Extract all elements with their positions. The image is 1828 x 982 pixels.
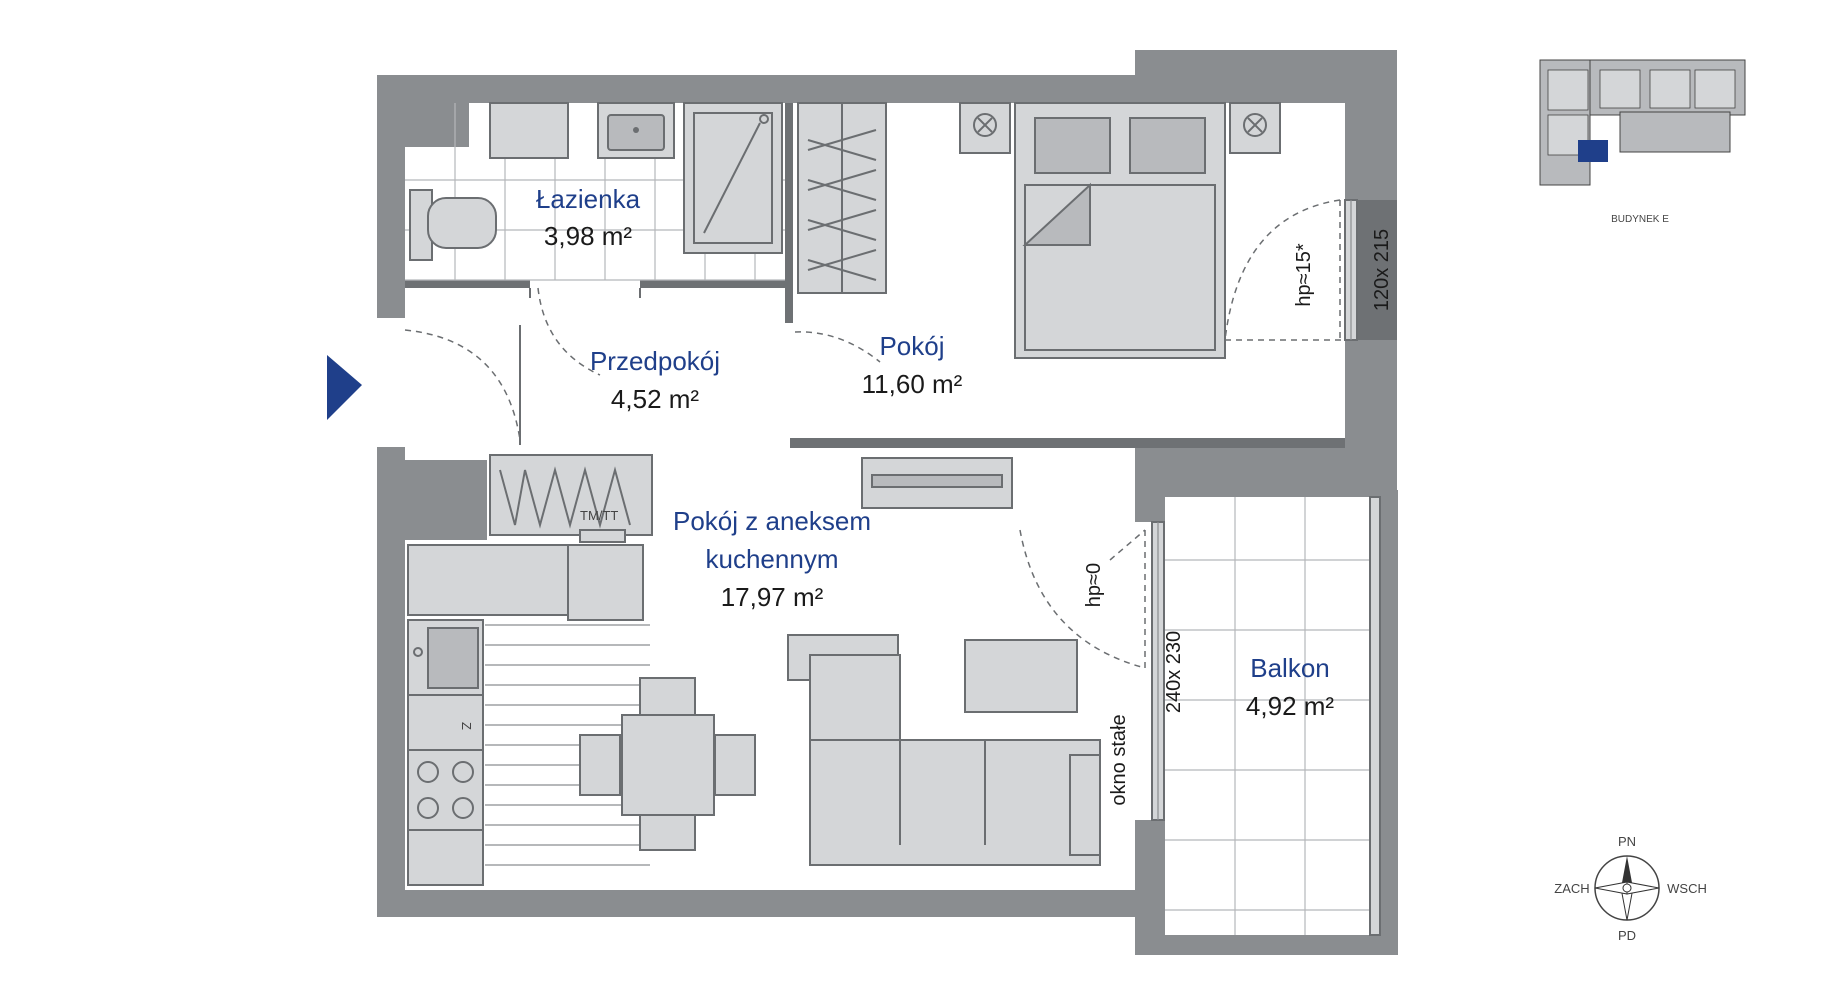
balcony — [1165, 496, 1381, 936]
dining-set — [579, 677, 756, 851]
coffee-table — [964, 639, 1078, 713]
cooktop — [407, 749, 484, 831]
fridge — [407, 694, 484, 751]
counter-left — [407, 544, 569, 616]
label-przedpokoj-area: 4,52 m² — [611, 384, 699, 414]
wall-bottom — [377, 890, 1147, 917]
tap-icon — [413, 647, 423, 657]
window-swing — [1224, 199, 1341, 341]
tm-tt-label: TM/TT — [580, 508, 618, 523]
shower-inner — [693, 112, 773, 244]
dimension-labels: 120x 215 hp≈15* 240x 230 hp≈0 okno stałe — [1083, 229, 1393, 806]
bedroom — [959, 102, 1358, 359]
compass-south: PD — [1618, 928, 1636, 943]
bathroom — [405, 102, 785, 376]
entrance-arrow-icon — [327, 355, 362, 420]
shower-diagonal — [703, 122, 761, 234]
pillow-left — [1034, 117, 1111, 174]
wardrobe-hangers — [807, 129, 877, 281]
label-pokoj-aneks-area: 17,97 m² — [721, 582, 824, 612]
key-plan-highlight — [1578, 140, 1608, 162]
partition-bath-bedroom — [785, 103, 793, 323]
bedroom-window-sill: hp≈15* — [1293, 243, 1315, 306]
balcony-railing — [1369, 496, 1381, 936]
room-labels: Łazienka 3,98 m² Przedpokój 4,52 m² Pokó… — [536, 184, 1334, 721]
partition-bath-left — [405, 280, 530, 288]
nightstand-right — [1229, 102, 1281, 154]
bathroom-door-swing — [537, 287, 601, 376]
sofa-main — [809, 739, 1101, 866]
balcony-door-sill: hp≈0 — [1083, 563, 1105, 607]
toilet-bowl — [427, 197, 497, 249]
compass-east: WSCH — [1667, 881, 1707, 896]
bedroom-door-swing — [794, 331, 881, 363]
wall-balcony-top — [1135, 447, 1397, 497]
balcony-door-swing — [1019, 529, 1146, 669]
washing-machine — [489, 102, 569, 159]
pillow-right — [1129, 117, 1206, 174]
label-lazienka-name: Łazienka — [536, 184, 641, 214]
dining-table — [621, 714, 715, 816]
sofa-arm — [1069, 754, 1101, 856]
chair-left — [579, 734, 621, 796]
label-balkon-area: 4,92 m² — [1246, 691, 1334, 721]
cabinet-handle — [579, 529, 626, 543]
duvet — [1024, 184, 1216, 351]
counter-corner — [567, 544, 644, 621]
drain-icon — [633, 127, 639, 133]
living-area — [787, 457, 1165, 866]
wall-right-upper — [1345, 50, 1397, 200]
label-przedpokoj-name: Przedpokój — [590, 346, 720, 376]
key-plan: BUDYNEK E — [1539, 59, 1746, 225]
cabinet-hatch — [499, 466, 631, 529]
fixed-window-label: okno stałe — [1108, 714, 1130, 805]
partition-bedroom-bottom — [790, 438, 1345, 448]
wall-balcony-right — [1380, 490, 1398, 955]
label-lazienka-area: 3,98 m² — [544, 221, 632, 251]
label-pokoj-area: 11,60 m² — [862, 369, 963, 399]
bedroom-window-size: 120x 215 — [1371, 229, 1393, 311]
chair-bottom — [639, 809, 696, 851]
kitchen: Z TM/TT — [407, 454, 653, 886]
wall-balcony-bottom — [1135, 935, 1397, 955]
building-label: BUDYNEK E — [1611, 214, 1669, 225]
wardrobe — [797, 102, 887, 294]
entrance — [327, 325, 521, 445]
compass-north: PN — [1618, 834, 1636, 849]
wall-left-upper — [377, 75, 405, 318]
compass-north-needle-icon — [1621, 856, 1633, 888]
wall-left-block — [392, 460, 487, 540]
compass-west: ZACH — [1554, 881, 1589, 896]
walls — [377, 50, 1398, 955]
fridge-label: Z — [459, 722, 474, 730]
label-pokoj-name: Pokój — [879, 331, 944, 361]
partition-bath-right — [640, 280, 790, 288]
compass: PN PD ZACH WSCH — [1554, 834, 1707, 943]
label-pokoj-aneks-line2: kuchennym — [706, 544, 839, 574]
entrance-door-swing — [404, 329, 521, 441]
duvet-fold — [1022, 182, 1091, 246]
balcony-door-size: 240x 230 — [1163, 631, 1185, 713]
wall-balcony-pillar-top — [1135, 447, 1165, 522]
chair-right — [714, 734, 756, 796]
label-balkon-name: Balkon — [1250, 653, 1330, 683]
nightstand-left — [959, 102, 1011, 154]
chair-top — [639, 677, 696, 719]
wall-balcony-pillar-bottom — [1135, 820, 1165, 955]
label-pokoj-aneks-line1: Pokój z aneksem — [673, 506, 871, 536]
kitchen-sink — [427, 627, 479, 689]
counter-bottom — [407, 829, 484, 886]
balcony-tiles — [1165, 497, 1380, 935]
tv — [871, 474, 1003, 488]
shower-drain-icon — [759, 114, 769, 124]
